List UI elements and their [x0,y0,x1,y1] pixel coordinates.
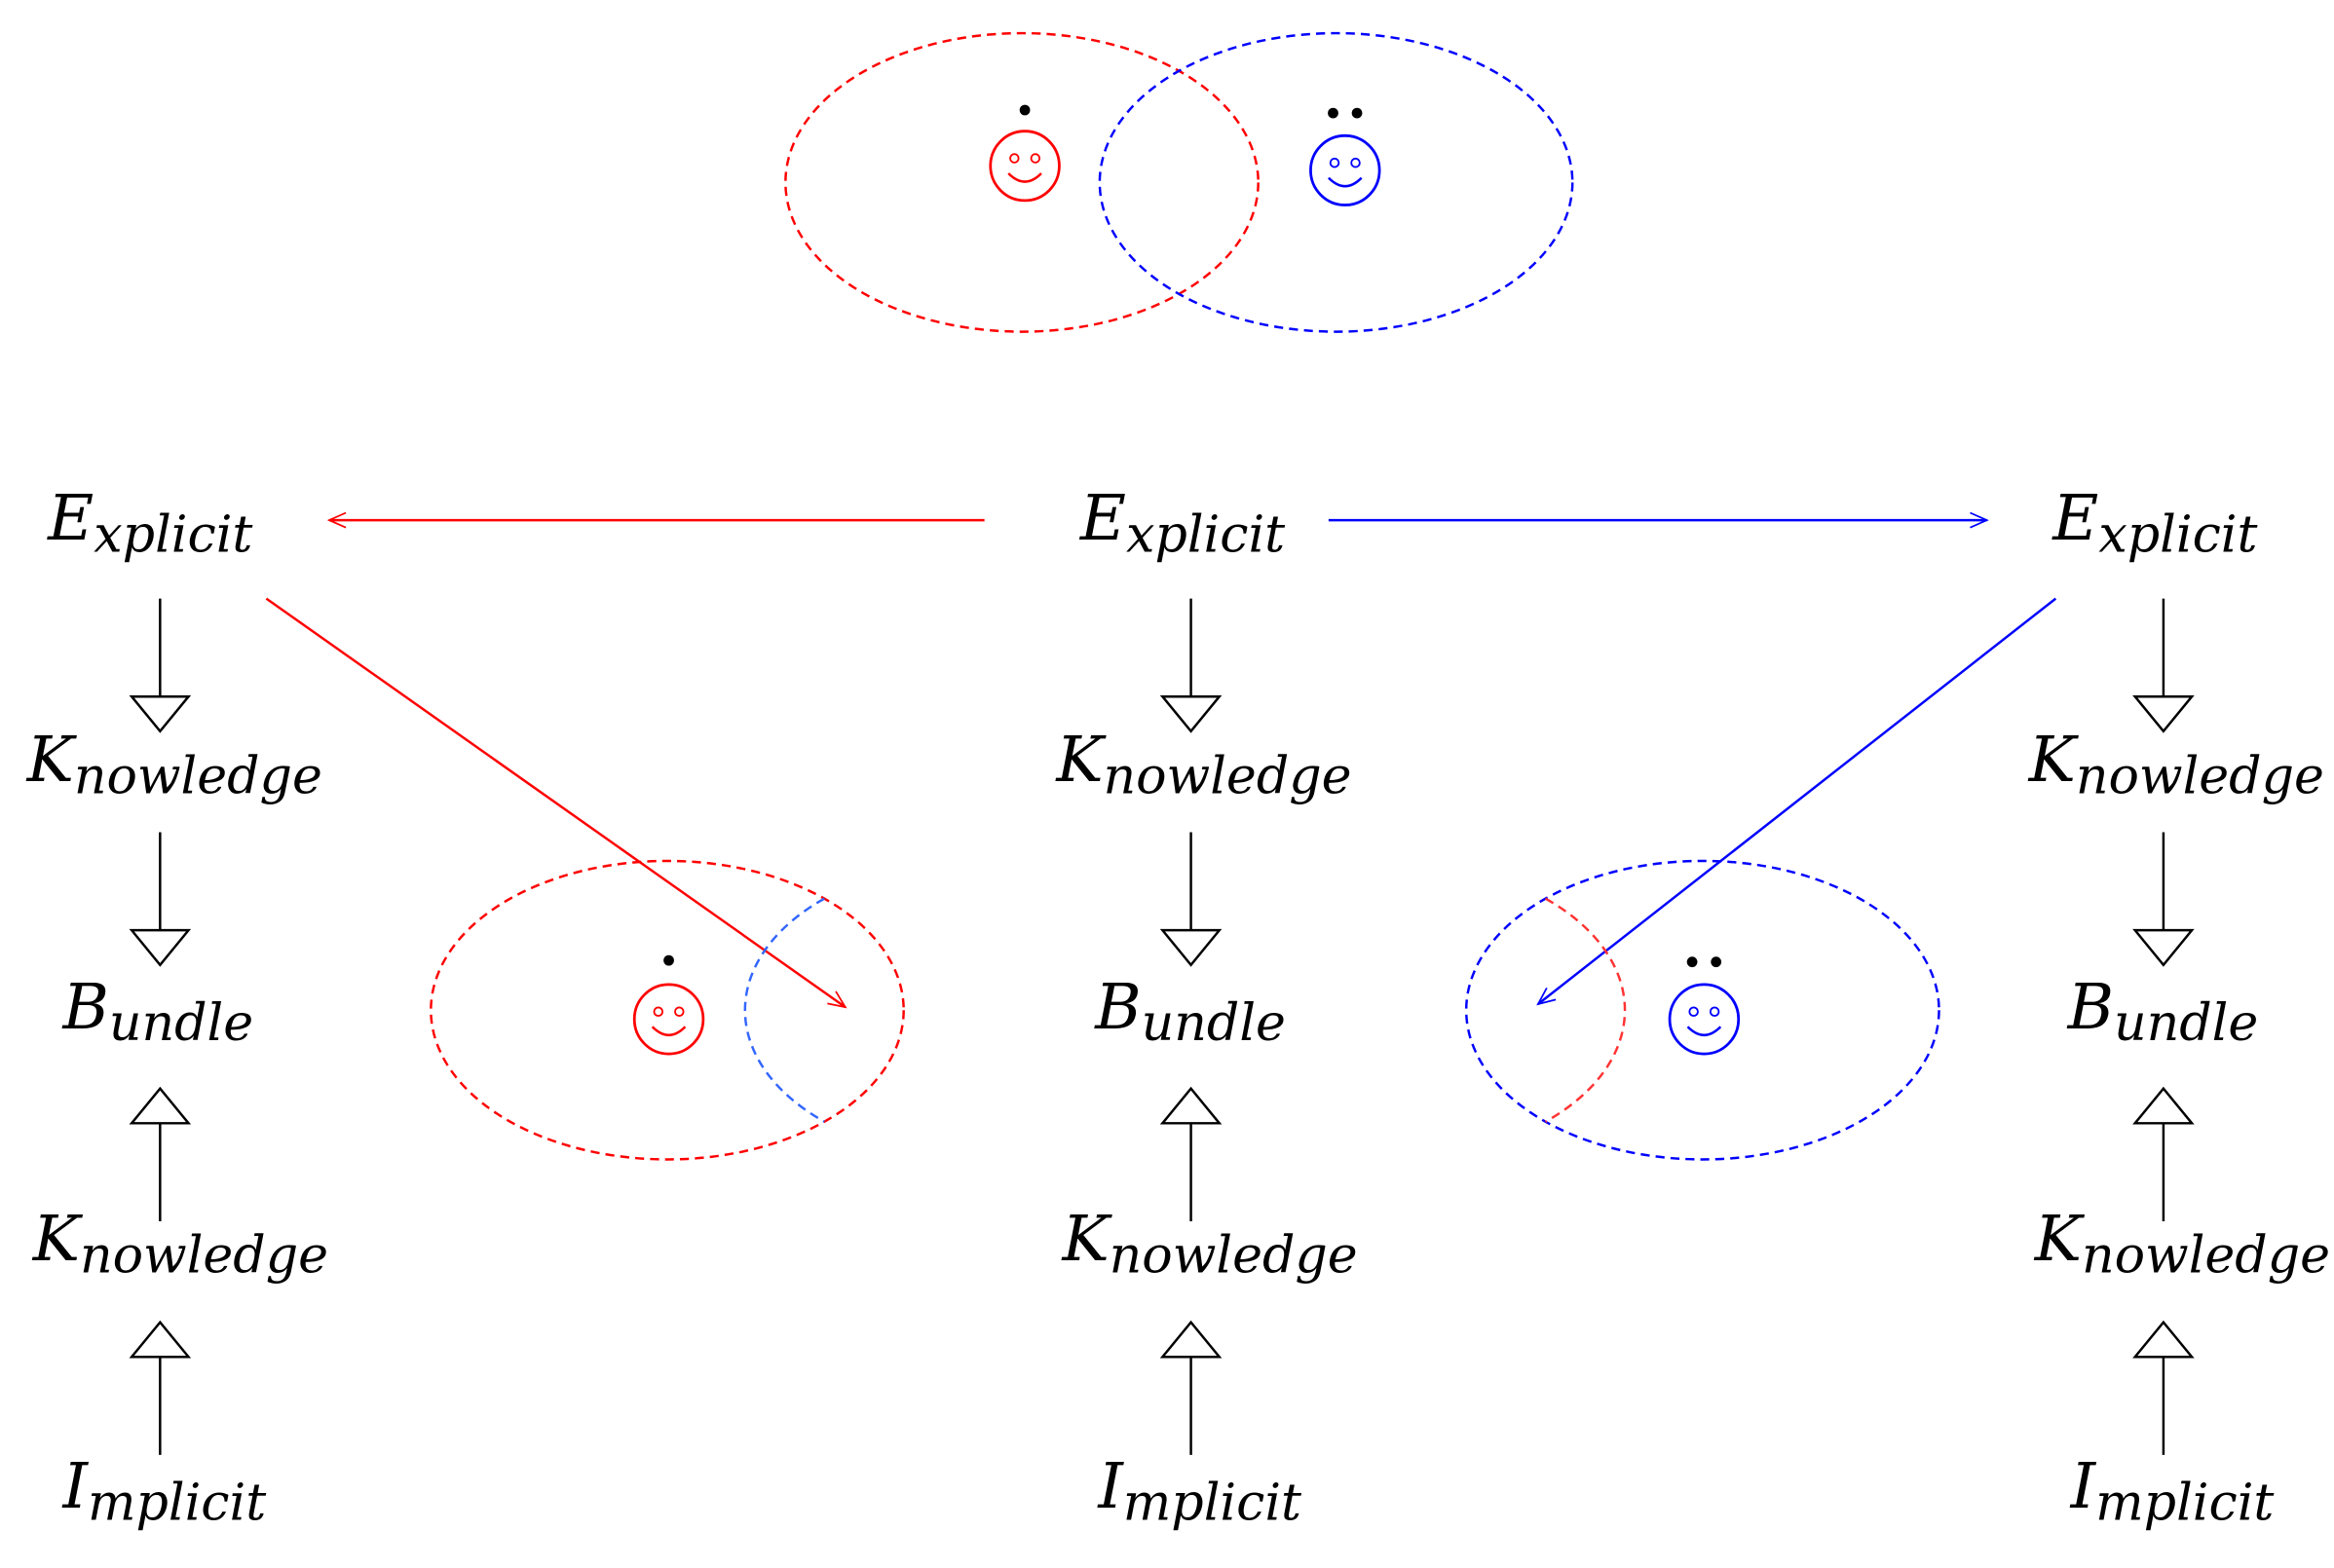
agent-b-internalize-arrow [1536,597,2057,1006]
label-bundle: Bundle [2067,971,2259,1054]
label-explicit: Explicit [2052,482,2258,565]
label-subscript: nowledge [2076,746,2324,805]
agent-a-local-context [430,859,905,1161]
label-initial: B [62,971,109,1044]
label-initial: E [1079,482,1126,555]
label-initial: I [1097,1450,1124,1523]
hollow-arrow-up [2132,1086,2195,1221]
agent-b-smiley-icon [1309,107,1381,206]
label-initial: K [1061,1203,1112,1276]
agent-a-internalize-arrow [265,597,847,1009]
hollow-arrow-down [129,832,192,967]
label-subscript: undle [2114,993,2258,1053]
label-bundle: Bundle [1094,971,1286,1054]
label-subscript: mplicit [88,1473,267,1532]
label-initial: K [2034,1203,2086,1276]
label-implicit: Implicit [1097,1450,1302,1533]
label-knowledge-lower: Knowledge [32,1203,328,1286]
hollow-arrow-up [1159,1086,1223,1221]
label-subscript: xplicit [94,504,253,564]
label-initial: E [47,482,94,555]
label-subscript: nowledge [74,746,322,805]
hollow-arrow-up [2132,1320,2195,1455]
label-subscript: undle [109,993,253,1053]
hollow-arrow-down [1159,598,1223,733]
label-knowledge: Knowledge [2028,724,2324,806]
label-subscript: nowledge [1104,746,1352,805]
agent-b-context-ellipse [1098,31,1574,333]
label-initial: K [1055,724,1107,797]
agent-b-smiley-icon [1668,956,1741,1056]
agent-a-smiley-icon [989,104,1061,203]
shared-context-venn [784,31,1574,333]
label-implicit: Implicit [2070,1450,2276,1533]
label-subscript: xplicit [1126,504,1286,564]
label-knowledge: Knowledge [1055,724,1351,806]
label-initial: K [2028,724,2080,797]
label-initial: B [1094,971,1141,1044]
hollow-arrow-down [129,598,192,733]
label-knowledge-lower: Knowledge [2034,1203,2330,1286]
label-explicit: Explicit [47,482,253,565]
agent-b-local-context [1464,859,1940,1161]
label-explicit: Explicit [1079,482,1286,565]
label-knowledge: Knowledge [26,724,322,806]
label-subscript: mplicit [2095,1473,2275,1532]
label-subscript: undle [1142,993,1286,1053]
label-implicit: Implicit [62,1450,268,1533]
label-initial: K [32,1203,84,1276]
hollow-arrow-up [1159,1320,1223,1455]
hollow-arrow-down [2132,598,2195,733]
label-initial: K [26,724,78,797]
label-knowledge-lower: Knowledge [1061,1203,1357,1286]
hollow-arrow-up [129,1086,192,1221]
agent-b-partial-arc [743,897,825,1123]
label-subscript: mplicit [1123,1473,1302,1532]
label-bundle: Bundle [62,971,254,1054]
label-subscript: nowledge [2082,1225,2330,1285]
label-initial: B [2067,971,2114,1044]
label-initial: E [2052,482,2098,555]
agent-a-context-ellipse [784,31,1260,333]
hollow-arrow-down [1159,832,1223,967]
label-subscript: nowledge [1110,1225,1358,1285]
label-subscript: nowledge [80,1225,328,1285]
label-initial: I [62,1450,90,1523]
hollow-arrow-down [2132,832,2195,967]
hollow-arrow-up [129,1320,192,1455]
agent-a-partial-arc [1544,897,1627,1123]
agent-a-smiley-icon [632,954,705,1056]
label-initial: I [2070,1450,2097,1523]
label-subscript: xplicit [2098,504,2258,564]
